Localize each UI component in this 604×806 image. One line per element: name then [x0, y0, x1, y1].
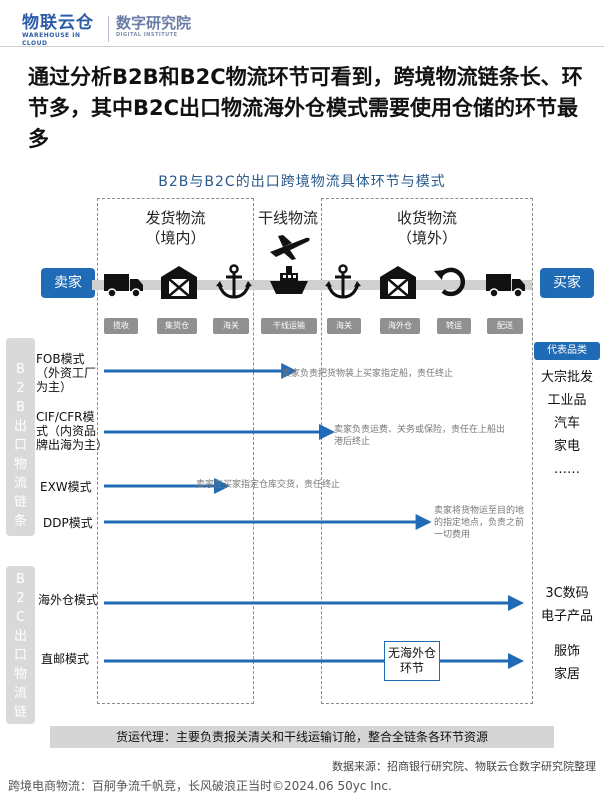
arrow-ddp	[104, 514, 432, 530]
trunk-stage-label: 干线物流	[257, 209, 318, 227]
step-label: 配送	[487, 318, 523, 334]
arrow-overseas-warehouse	[104, 595, 524, 611]
side-label-char: 口	[13, 648, 27, 663]
category-item: 服饰	[553, 644, 580, 659]
mode-overseas-warehouse: 海外仓模式	[38, 593, 99, 607]
step-label: 海外仓	[380, 318, 420, 334]
header-divider	[0, 46, 604, 47]
logo-divider	[108, 16, 109, 42]
domestic-stage-line1: 发货物流	[145, 209, 206, 227]
brand-logo: 物联云仓 WAREHOUSE IN CLOUD	[22, 14, 104, 48]
domestic-stage-line2: （境内）	[145, 229, 206, 247]
ship-icon	[266, 264, 312, 298]
seller-badge: 卖家	[41, 268, 95, 298]
side-label-char: B	[16, 572, 25, 587]
note-cif: 卖家负责运费、关务或保险，责任在上船出港后终止	[334, 425, 506, 447]
freight-agent-note: 货运代理：主要负责报关清关和干线运输订舱，整合全链条各环节资源	[50, 726, 554, 748]
step-label: 海关	[213, 318, 249, 334]
truck-icon	[101, 267, 147, 301]
step-label: 集货仓	[157, 318, 197, 334]
step-label: 转运	[437, 318, 471, 334]
side-label-char: 2	[16, 591, 25, 606]
note-exw: 卖家在买家指定仓库交货，责任终止	[196, 480, 341, 490]
category-item: 电子产品	[540, 609, 593, 624]
arrow-direct-mail	[104, 653, 524, 669]
mode-fob: FOB模式（外资工厂为主）	[36, 352, 97, 394]
warehouse-icon	[375, 263, 421, 299]
category-item: 汽车	[553, 416, 580, 431]
domestic-stage-box	[97, 198, 254, 704]
buyer-badge: 买家	[540, 268, 594, 298]
institute-main-text: 数字研究院	[116, 14, 192, 32]
category-item: ……	[554, 462, 580, 477]
institute-logo: 数字研究院 DIGITAL INSTITUTE	[116, 14, 206, 39]
no-overseas-warehouse-box: 无海外仓环节	[384, 641, 440, 681]
side-label-char: 出	[13, 629, 27, 644]
category-item: 3C数码	[545, 586, 589, 601]
domestic-stage-label: 发货物流 （境内）	[97, 208, 254, 248]
note-fob: 卖家负责把货物装上买家指定船，责任终止	[282, 369, 454, 379]
step-label: 揽收	[104, 318, 138, 334]
category-item: 家居	[553, 667, 580, 682]
b2c-category-list-2: 服饰 家居	[534, 640, 600, 686]
data-source: 数据来源：招商银行研究院、物联云仓数字研究院整理	[332, 760, 596, 773]
footer-text: 跨境电商物流：百舸争流千帆竞，长风破浪正当时©2024.06 50yc Inc.	[8, 779, 392, 793]
overseas-stage-label: 收货物流 （境外）	[321, 208, 533, 248]
arrow-fob	[104, 363, 298, 379]
mode-cif: CIF/CFR模式（内资品牌出海为主）	[36, 410, 109, 452]
logo-main-text: 物联云仓	[22, 13, 94, 33]
arrow-cif	[104, 424, 335, 440]
side-label-char: 流	[13, 476, 27, 491]
category-item: 家电	[553, 439, 580, 454]
side-label-char: 出	[13, 419, 27, 434]
category-item: 工业品	[547, 393, 587, 408]
mode-direct-mail: 直邮模式	[41, 652, 90, 666]
anchor-icon	[211, 264, 257, 299]
side-label-char: 链	[13, 495, 27, 510]
side-label-char: B	[16, 400, 25, 415]
category-badge: 代表品类	[534, 342, 600, 360]
page-title: 通过分析B2B和B2C物流环节可看到，跨境物流链条长、环节多，其中B2C出口物流…	[28, 65, 583, 151]
logo-sub-text: WAREHOUSE IN CLOUD	[22, 32, 81, 47]
side-label-char: 物	[13, 667, 27, 682]
airplane-icon	[266, 230, 312, 264]
side-label-char: 条	[13, 724, 27, 739]
side-label-char: 链	[13, 705, 27, 720]
b2b-category-list: 大宗批发 工业品 汽车 家电 ……	[534, 366, 600, 481]
side-label-char: 口	[13, 438, 27, 453]
return-arrow-icon	[428, 265, 474, 299]
institute-sub-text: DIGITAL INSTITUTE	[116, 32, 178, 38]
anchor-icon	[320, 264, 366, 299]
mode-ddp: DDP模式	[43, 516, 93, 530]
overseas-stage-box	[321, 198, 533, 704]
arrow-exw	[104, 478, 230, 494]
warehouse-icon	[156, 263, 202, 299]
category-item: 大宗批发	[540, 370, 593, 385]
side-label-char: 2	[16, 381, 25, 396]
b2c-category-list-1: 3C数码 电子产品	[534, 582, 600, 628]
diagram-title: B2B与B2C的出口跨境物流具体环节与模式	[158, 174, 446, 190]
step-label: 海关	[327, 318, 361, 334]
side-label-char: B	[16, 362, 25, 377]
side-label-char: C	[15, 610, 26, 625]
mode-exw: EXW模式	[40, 480, 92, 494]
truck-icon	[483, 267, 529, 301]
overseas-stage-line2: （境外）	[396, 229, 457, 247]
side-label-char: 流	[13, 686, 27, 701]
step-label: 干线运输	[261, 318, 317, 334]
flow-track	[92, 280, 532, 290]
note-ddp: 卖家将货物运至目的地的指定地点，负责之前一切费用	[434, 506, 525, 540]
side-label-char: 条	[13, 514, 27, 529]
overseas-stage-line1: 收货物流	[396, 209, 457, 227]
side-label-char: 物	[13, 457, 27, 472]
